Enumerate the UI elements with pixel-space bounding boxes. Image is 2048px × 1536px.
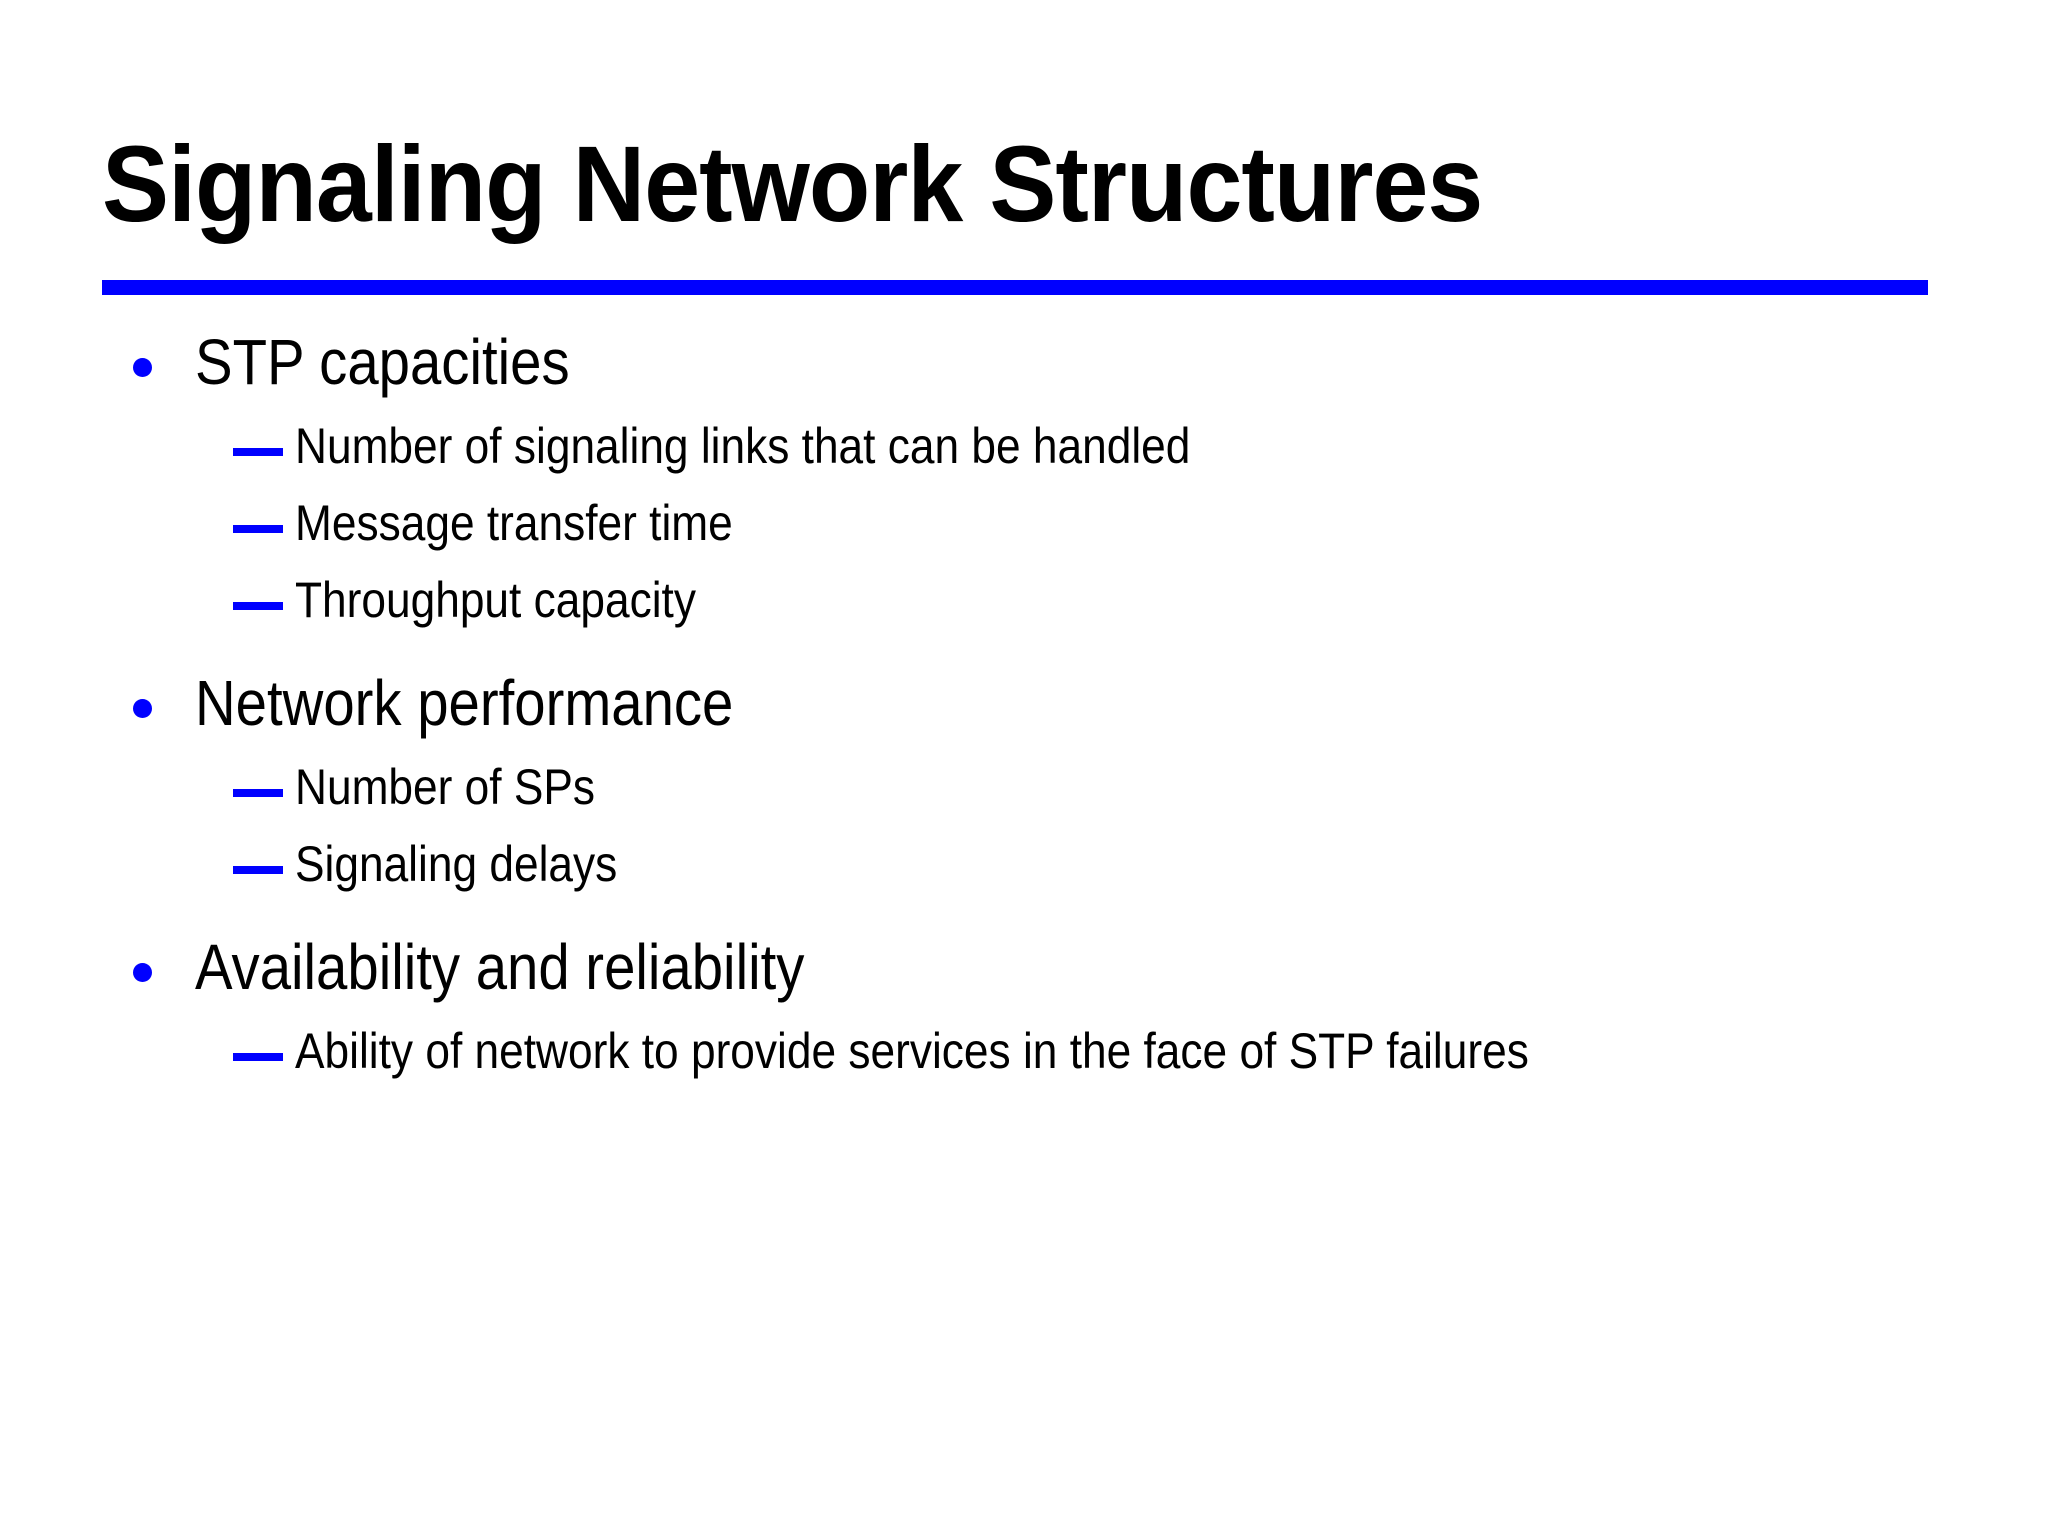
outline-level2-label: Ability of network to provide services i… — [295, 1023, 1529, 1079]
outline-level1-item: Network performance — [0, 663, 2048, 749]
outline-level2-item: Number of SPs — [0, 755, 2048, 820]
em-dash-marker-icon — [233, 602, 283, 610]
em-dash-marker-icon — [233, 866, 283, 874]
content-body: STP capacities Number of signaling links… — [0, 322, 2048, 1096]
page-title: Signaling Network Structures — [102, 123, 1483, 244]
outline-level2-label: Number of SPs — [295, 759, 596, 815]
em-dash-marker-icon — [233, 789, 283, 797]
outline-level2-item: Throughput capacity — [0, 568, 2048, 633]
outline-level2-label: Throughput capacity — [295, 572, 696, 628]
outline-level1-label: STP capacities — [195, 326, 570, 398]
outline-list: STP capacities Number of signaling links… — [0, 322, 2048, 1084]
outline-level2-label: Message transfer time — [295, 495, 733, 551]
outline-level2-group: Number of SPs Signaling delays — [0, 755, 2048, 897]
outline-level2-item: Message transfer time — [0, 491, 2048, 556]
em-dash-marker-icon — [233, 448, 283, 456]
outline-level2-label: Number of signaling links that can be ha… — [295, 418, 1191, 474]
outline-level2-item: Ability of network to provide services i… — [0, 1019, 2048, 1084]
outline-level1-item: STP capacities — [0, 322, 2048, 408]
em-dash-marker-icon — [233, 525, 283, 533]
round-bullet-dot-icon — [133, 963, 152, 982]
outline-level2-item: Signaling delays — [0, 832, 2048, 897]
outline-level2-item: Number of signaling links that can be ha… — [0, 414, 2048, 479]
outline-level2-label: Signaling delays — [295, 836, 618, 892]
title-underline-rule — [102, 280, 1928, 295]
em-dash-marker-icon — [233, 1053, 283, 1061]
outline-level2-group: Number of signaling links that can be ha… — [0, 414, 2048, 633]
title-block: Signaling Network Structures — [102, 123, 1942, 295]
round-bullet-dot-icon — [133, 699, 152, 718]
outline-level1-label: Network performance — [195, 667, 734, 739]
round-bullet-dot-icon — [133, 358, 152, 377]
outline-level2-group: Ability of network to provide services i… — [0, 1019, 2048, 1084]
outline-level1-item: Availability and reliability — [0, 927, 2048, 1013]
outline-level1-label: Availability and reliability — [195, 931, 805, 1003]
